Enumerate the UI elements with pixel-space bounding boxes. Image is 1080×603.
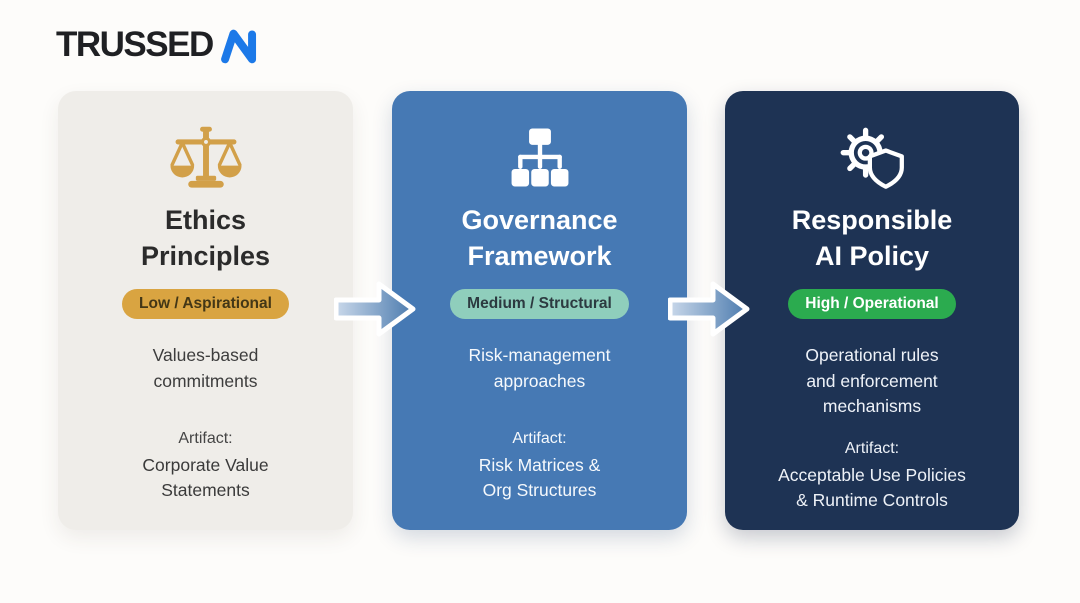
card-title: Ethics Principles bbox=[58, 203, 353, 274]
title-line: Governance bbox=[461, 205, 618, 235]
card-description: Risk-management approaches bbox=[392, 343, 687, 394]
artifact-line: Acceptable Use Policies bbox=[778, 464, 966, 485]
artifact-line: & Runtime Controls bbox=[796, 489, 948, 510]
artifact-label: Artifact: bbox=[844, 439, 900, 457]
arrow-right-icon bbox=[667, 277, 752, 341]
card-title: Responsible AI Policy bbox=[725, 203, 1019, 274]
artifact-line: Risk Matrices & bbox=[478, 455, 601, 476]
trussed-ai-logo: TRUSSED bbox=[56, 24, 264, 66]
artifact-label: Artifact: bbox=[512, 430, 567, 448]
description-line: Risk-management bbox=[468, 345, 611, 366]
card-responsible-ai-policy: Responsible AI Policy High / Operational… bbox=[725, 91, 1019, 530]
description-line: approaches bbox=[493, 370, 586, 391]
title-line: AI Policy bbox=[814, 240, 930, 271]
maturity-badge: Medium / Structural bbox=[450, 289, 629, 320]
maturity-badge: High / Operational bbox=[788, 289, 956, 320]
description-line: Operational rules bbox=[805, 345, 939, 366]
card-ethics-principles: Ethics Principles Low / Aspirational Val… bbox=[58, 91, 353, 530]
org-chart-icon bbox=[392, 125, 687, 191]
artifact-label: Artifact: bbox=[178, 430, 233, 448]
title-line: Principles bbox=[140, 240, 271, 271]
card-description: Values-based commitments bbox=[58, 343, 353, 394]
artifact-line: Corporate Value bbox=[142, 455, 269, 476]
description-line: commitments bbox=[153, 370, 258, 391]
gear-shield-icon bbox=[725, 125, 1019, 191]
maturity-badge: Low / Aspirational bbox=[122, 289, 289, 320]
arrow-right-icon bbox=[333, 277, 418, 341]
description-line: mechanisms bbox=[822, 396, 922, 417]
card-governance-framework: Governance Framework Medium / Structural… bbox=[392, 91, 687, 530]
description-line: and enforcement bbox=[806, 370, 938, 391]
artifact-line: Org Structures bbox=[482, 479, 597, 500]
artifact-line: Statements bbox=[161, 479, 250, 500]
artifact-block: Artifact: Corporate Value Statements bbox=[58, 428, 353, 502]
description-line: Values-based bbox=[152, 345, 259, 366]
artifact-block: Artifact: Risk Matrices & Org Structures bbox=[392, 428, 687, 502]
logo-wordmark: TRUSSED bbox=[56, 25, 214, 64]
title-line: Ethics bbox=[164, 205, 247, 235]
card-description: Operational rules and enforcement mechan… bbox=[725, 343, 1019, 420]
title-line: Framework bbox=[467, 240, 612, 271]
card-title: Governance Framework bbox=[392, 203, 687, 274]
ai-logo-mark-icon bbox=[218, 26, 264, 66]
title-line: Responsible bbox=[791, 205, 953, 235]
artifact-block: Artifact: Acceptable Use Policies & Runt… bbox=[725, 438, 1019, 512]
scales-icon bbox=[58, 125, 353, 191]
